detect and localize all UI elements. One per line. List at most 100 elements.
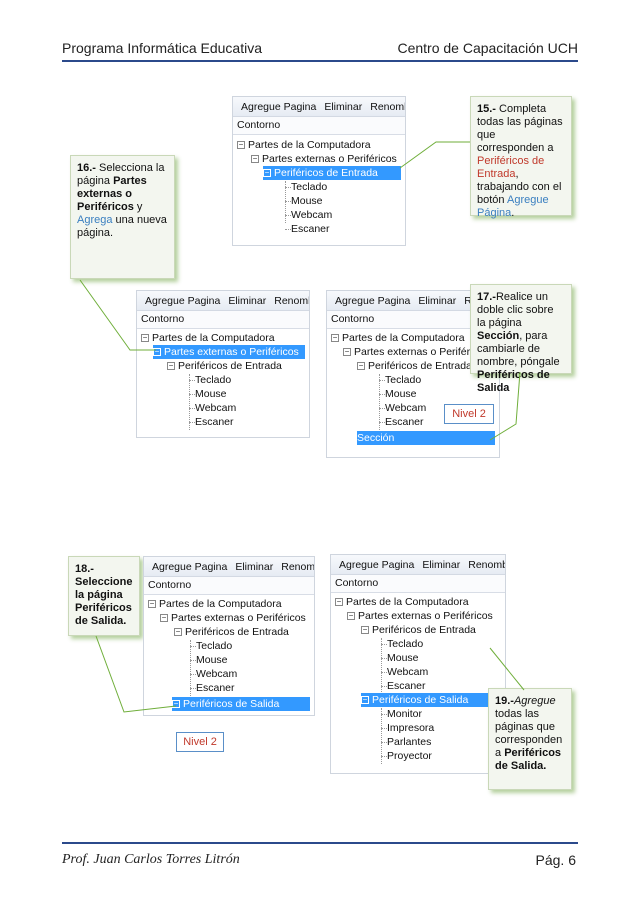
collapse-icon[interactable]: −	[343, 347, 351, 357]
rename-button[interactable]: Renombrar	[468, 559, 505, 571]
tree-node-output-selected[interactable]: −Periféricos de Salida	[361, 693, 497, 707]
tree-node-item[interactable]: Webcam	[195, 402, 237, 414]
tree-node-input[interactable]: −Periféricos de Entrada	[174, 626, 289, 638]
note-step-18: 18.- Seleccione la página Periféricos de…	[68, 556, 140, 636]
add-page-button[interactable]: Agregue Pagina	[145, 295, 221, 307]
collapse-icon[interactable]: −	[361, 625, 369, 635]
tree-node-input-selected[interactable]: −Periféricos de Entrada	[263, 166, 401, 180]
tree-node-ext-selected[interactable]: −Partes externas o Periféricos	[153, 345, 305, 359]
tree-node-root[interactable]: −Partes de la Computadora	[237, 139, 371, 151]
tree-node-item[interactable]: Webcam	[387, 666, 429, 678]
collapse-icon[interactable]: −	[251, 154, 259, 164]
tree-node-item[interactable]: Teclado	[196, 640, 233, 652]
note-step-19: 19.-Agregue todas las páginas que corres…	[488, 688, 572, 790]
menu-bar: Agregue Pagina Eliminar Renombrar	[233, 97, 405, 117]
outline-tree: −Partes de la Computadora −Partes extern…	[233, 135, 405, 235]
menu-bar: Agregue Pagina Eliminar Renombrar	[144, 557, 314, 577]
collapse-icon[interactable]: −	[331, 333, 339, 343]
collapse-icon[interactable]: −	[237, 140, 245, 150]
tree-node-item[interactable]: Escaner	[387, 680, 426, 692]
tree-node-root[interactable]: −Partes de la Computadora	[148, 598, 282, 610]
tree-node-item[interactable]: Teclado	[195, 374, 232, 386]
tree-node-item[interactable]: Escaner	[385, 416, 424, 428]
tree-node-item[interactable]: Teclado	[385, 374, 422, 386]
outline-tree: −Partes de la Computadora −Partes extern…	[331, 593, 505, 764]
collapse-icon[interactable]: −	[347, 611, 355, 621]
rename-button[interactable]: Renombrar	[281, 561, 315, 573]
tree-node-ext[interactable]: −Partes externas o Periféricos	[160, 612, 306, 624]
tree-node-item[interactable]: Mouse	[385, 388, 417, 400]
tree-node-item[interactable]: Escaner	[291, 223, 330, 235]
note-step-15: 15.- Completa todas las páginas que corr…	[470, 96, 572, 219]
tree-node-ext[interactable]: −Partes externas o Periféricos	[347, 610, 493, 622]
collapse-icon[interactable]: −	[357, 361, 365, 371]
tree-node-item[interactable]: Mouse	[196, 654, 228, 666]
tree-node-item[interactable]: Impresora	[387, 722, 435, 734]
tree-node-root[interactable]: −Partes de la Computadora	[335, 596, 469, 608]
tree-node-ext[interactable]: −Partes externas o Periféricos	[251, 153, 397, 165]
tree-node-input[interactable]: −Periféricos de Entrada	[357, 360, 472, 372]
tree-node-item[interactable]: Mouse	[291, 195, 323, 207]
header-left: Programa Informática Educativa	[62, 40, 262, 56]
tree-node-section-selected[interactable]: Sección	[357, 431, 495, 445]
delete-button[interactable]: Eliminar	[324, 101, 363, 113]
tree-node-output-selected[interactable]: −Periféricos de Salida	[172, 697, 310, 711]
tree-node-item[interactable]: Parlantes	[387, 736, 432, 748]
menu-bar: Agregue Pagina Eliminar Renombrar	[137, 291, 309, 311]
add-page-button[interactable]: Agregue Pagina	[339, 559, 415, 571]
tree-node-item[interactable]: Teclado	[291, 181, 328, 193]
outline-window-4: Agregue PaginaEliminarRenombrar Contorno…	[143, 556, 315, 716]
collapse-icon[interactable]: −	[148, 599, 156, 609]
rename-button[interactable]: Renombrar	[370, 101, 405, 113]
tree-node-root[interactable]: −Partes de la Computadora	[331, 332, 465, 344]
outline-header: Contorno	[233, 117, 405, 135]
add-page-button[interactable]: Agregue Pagina	[241, 101, 317, 113]
collapse-icon[interactable]: −	[361, 695, 369, 705]
connector-15	[399, 141, 470, 169]
add-page-button[interactable]: Agregue Pagina	[335, 295, 411, 307]
outline-window-1: Agregue Pagina Eliminar Renombrar Contorno…	[232, 96, 406, 246]
tree-node-item[interactable]: Webcam	[385, 402, 427, 414]
outline-window-2: Agregue PaginaEliminarRenombrar Contorno…	[136, 290, 310, 438]
tree-node-item[interactable]: Webcam	[291, 209, 333, 221]
menu-bar: Agregue Pagina Eliminar Renombrar	[331, 555, 505, 575]
tree-node-item[interactable]: Proyector	[387, 750, 432, 762]
note-step-16: 16.- Selecciona la página Partes externa…	[70, 155, 175, 279]
outline-tree: −Partes de la Computadora −Partes extern…	[144, 595, 314, 711]
tree-node-ext[interactable]: −Partes externas o Periféricos	[343, 346, 489, 358]
footer-page-number: Pág. 6	[535, 852, 576, 868]
tree-node-item[interactable]: Escaner	[196, 682, 235, 694]
collapse-icon[interactable]: −	[167, 361, 175, 371]
tree-node-root[interactable]: −Partes de la Computadora	[141, 332, 275, 344]
collapse-icon[interactable]: −	[153, 347, 161, 357]
note-step-17: 17.-Realice un doble clic sobre la págin…	[470, 284, 572, 394]
collapse-icon[interactable]: −	[172, 699, 180, 709]
footer-author: Prof. Juan Carlos Torres Litrón	[62, 852, 240, 867]
collapse-icon[interactable]: −	[335, 597, 343, 607]
tree-node-item[interactable]: Monitor	[387, 708, 423, 720]
tree-node-item[interactable]: Mouse	[195, 388, 227, 400]
tree-node-input[interactable]: −Periféricos de Entrada	[167, 360, 282, 372]
delete-button[interactable]: Eliminar	[418, 295, 457, 307]
footer-divider	[62, 842, 578, 844]
page-header: Programa Informática Educativa Centro de…	[62, 40, 578, 62]
delete-button[interactable]: Eliminar	[422, 559, 461, 571]
tree-node-item[interactable]: Webcam	[196, 668, 238, 680]
outline-header: Contorno	[331, 575, 505, 593]
add-page-button[interactable]: Agregue Pagina	[152, 561, 228, 573]
collapse-icon[interactable]: −	[141, 333, 149, 343]
outline-tree: −Partes de la Computadora −Partes extern…	[137, 329, 309, 430]
level-callout-1: Nivel 2	[444, 404, 494, 424]
header-right: Centro de Capacitación UCH	[397, 40, 578, 56]
tree-node-item[interactable]: Escaner	[195, 416, 234, 428]
tree-node-input[interactable]: −Periféricos de Entrada	[361, 624, 476, 636]
rename-button[interactable]: Renombrar	[274, 295, 309, 307]
outline-tree: −Partes de la Computadora −Partes extern…	[327, 329, 499, 445]
tree-node-item[interactable]: Teclado	[387, 638, 424, 650]
tree-node-item[interactable]: Mouse	[387, 652, 419, 664]
collapse-icon[interactable]: −	[160, 613, 168, 623]
collapse-icon[interactable]: −	[174, 627, 182, 637]
delete-button[interactable]: Eliminar	[235, 561, 274, 573]
collapse-icon[interactable]: −	[263, 168, 271, 178]
delete-button[interactable]: Eliminar	[228, 295, 267, 307]
